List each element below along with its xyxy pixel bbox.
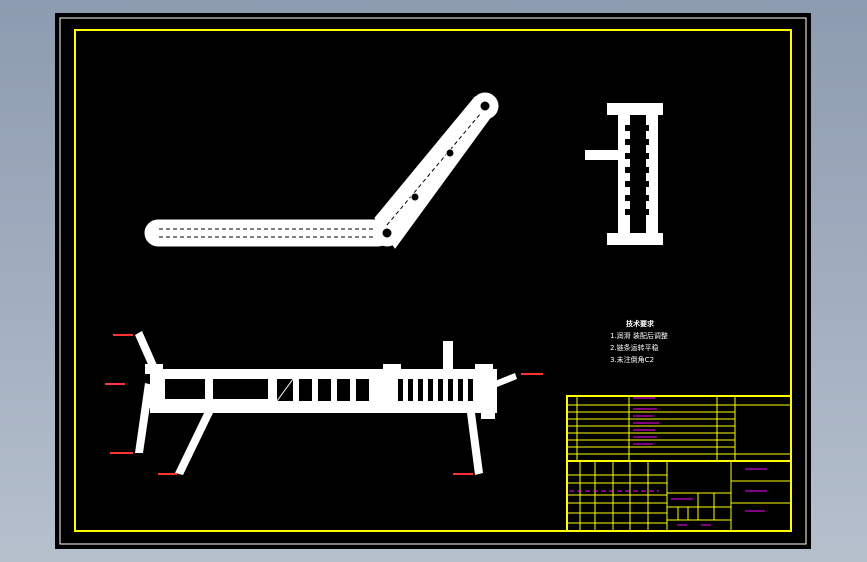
title-block — [566, 395, 792, 532]
note-item: 1.润滑 装配后调整 — [610, 332, 668, 340]
conveyor-end-view — [585, 103, 663, 245]
mechanical-drawing — [59, 17, 807, 545]
notes-title: 技术要求 — [626, 320, 654, 328]
note-item: 2.链条运转平稳 — [610, 344, 659, 352]
cad-drawing-sheet: 技术要求 1.润滑 装配后调整 2.链条运转平稳 3.未注倒角C2 — [55, 13, 811, 549]
conveyor-plan-view — [105, 331, 543, 475]
title-block-text-marks — [569, 397, 767, 526]
conveyor-side-view — [144, 92, 499, 249]
note-item: 3.未注倒角C2 — [610, 356, 655, 364]
sheet-border — [59, 17, 807, 545]
drawing-frame — [74, 29, 792, 532]
technical-notes: 技术要求 1.润滑 装配后调整 2.链条运转平稳 3.未注倒角C2 — [610, 318, 668, 366]
